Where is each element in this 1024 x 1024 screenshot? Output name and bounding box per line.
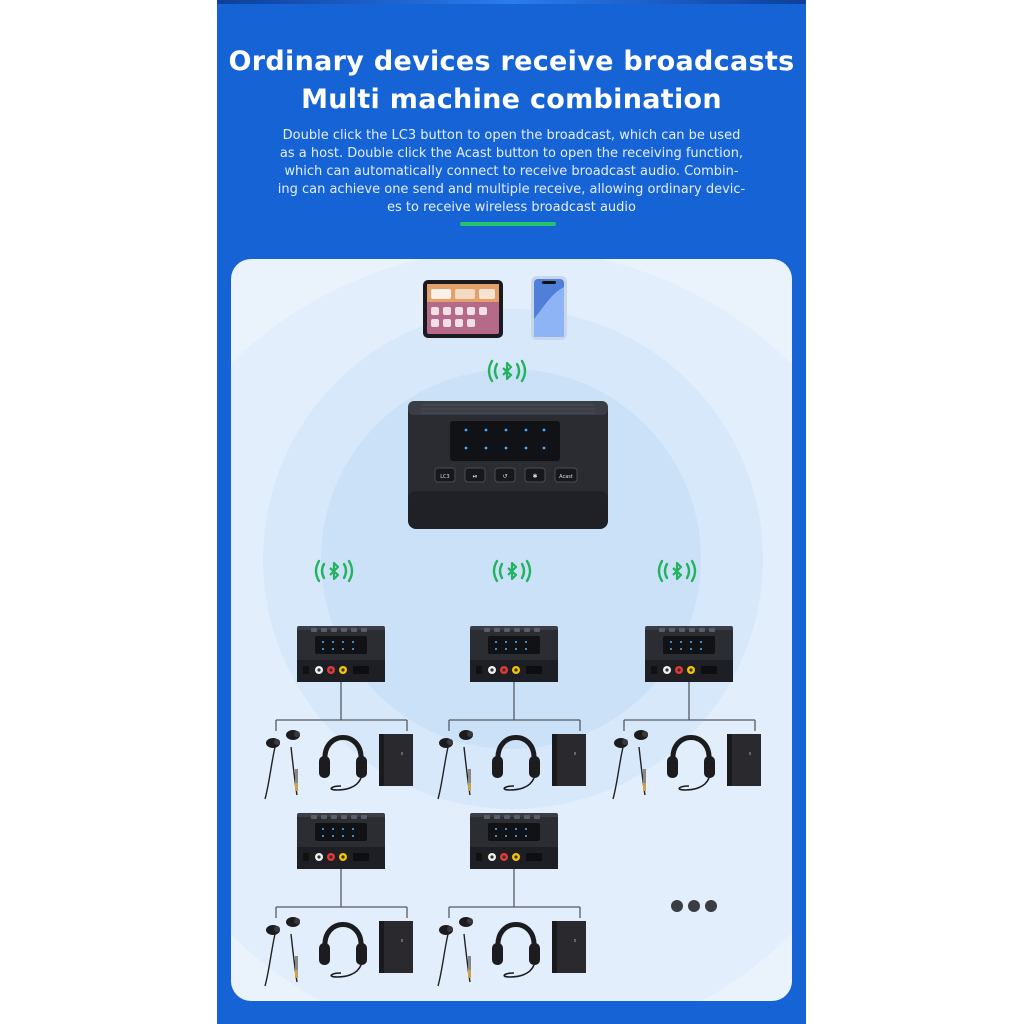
speaker-icon (379, 734, 413, 786)
headphones-icon (492, 738, 540, 791)
headphones-icon (492, 925, 540, 978)
receiver-device (297, 813, 385, 869)
receiver-device (297, 626, 385, 682)
description: Double click the LC3 button to open the … (247, 127, 776, 217)
host-button-label: ⏯ (473, 473, 478, 480)
bluetooth-icon (657, 559, 697, 583)
top-strip (217, 0, 806, 4)
diagram-card: LC3 ⏯ ↺ ✱ Acast (231, 259, 792, 1001)
headphones-icon (319, 925, 367, 978)
smartphone-icon (531, 276, 567, 340)
page-title-line1: Ordinary devices receive broadcasts (228, 46, 795, 77)
page-title-line2: Multi machine combination (301, 84, 722, 115)
accent-underline (460, 222, 556, 226)
description-line: which can automatically connect to recei… (284, 164, 739, 179)
description-line: Double click the LC3 button to open the … (282, 128, 741, 143)
receiver-device (470, 813, 558, 869)
description-line: es to receive wireless broadcast audio (387, 200, 636, 215)
bluetooth-icon (487, 359, 527, 383)
host-button-label: ✱ (532, 473, 537, 480)
receiver-device (645, 626, 733, 682)
description-line: ing can achieve one send and multiple re… (277, 182, 746, 197)
diagram-illustration: LC3 ⏯ ↺ ✱ Acast (264, 276, 761, 987)
tablet-icon (423, 280, 503, 338)
description-line: as a host. Double click the Acast button… (279, 146, 744, 161)
host-button-label: Acast (559, 474, 573, 480)
speaker-icon (552, 921, 586, 973)
earphones-icon (437, 916, 474, 987)
earphones-icon (264, 916, 301, 987)
speaker-icon (379, 921, 413, 973)
connector-lines (275, 682, 756, 918)
product-panel: Ordinary devices receive broadcasts Mult… (217, 0, 806, 1024)
earphones-icon (612, 729, 649, 800)
host-button-label: ↺ (502, 473, 507, 480)
earphones-icon (264, 729, 301, 800)
more-dots-icon (671, 897, 731, 913)
headphones-icon (319, 738, 367, 791)
earphones-icon (437, 729, 474, 800)
receiver-device (470, 626, 558, 682)
host-button-label: LC3 (440, 474, 449, 480)
speaker-icon (727, 734, 761, 786)
bluetooth-icon (492, 559, 532, 583)
bluetooth-icon (314, 559, 354, 583)
host-device: LC3 ⏯ ↺ ✱ Acast (408, 401, 608, 529)
headphones-icon (667, 738, 715, 791)
speaker-icon (552, 734, 586, 786)
